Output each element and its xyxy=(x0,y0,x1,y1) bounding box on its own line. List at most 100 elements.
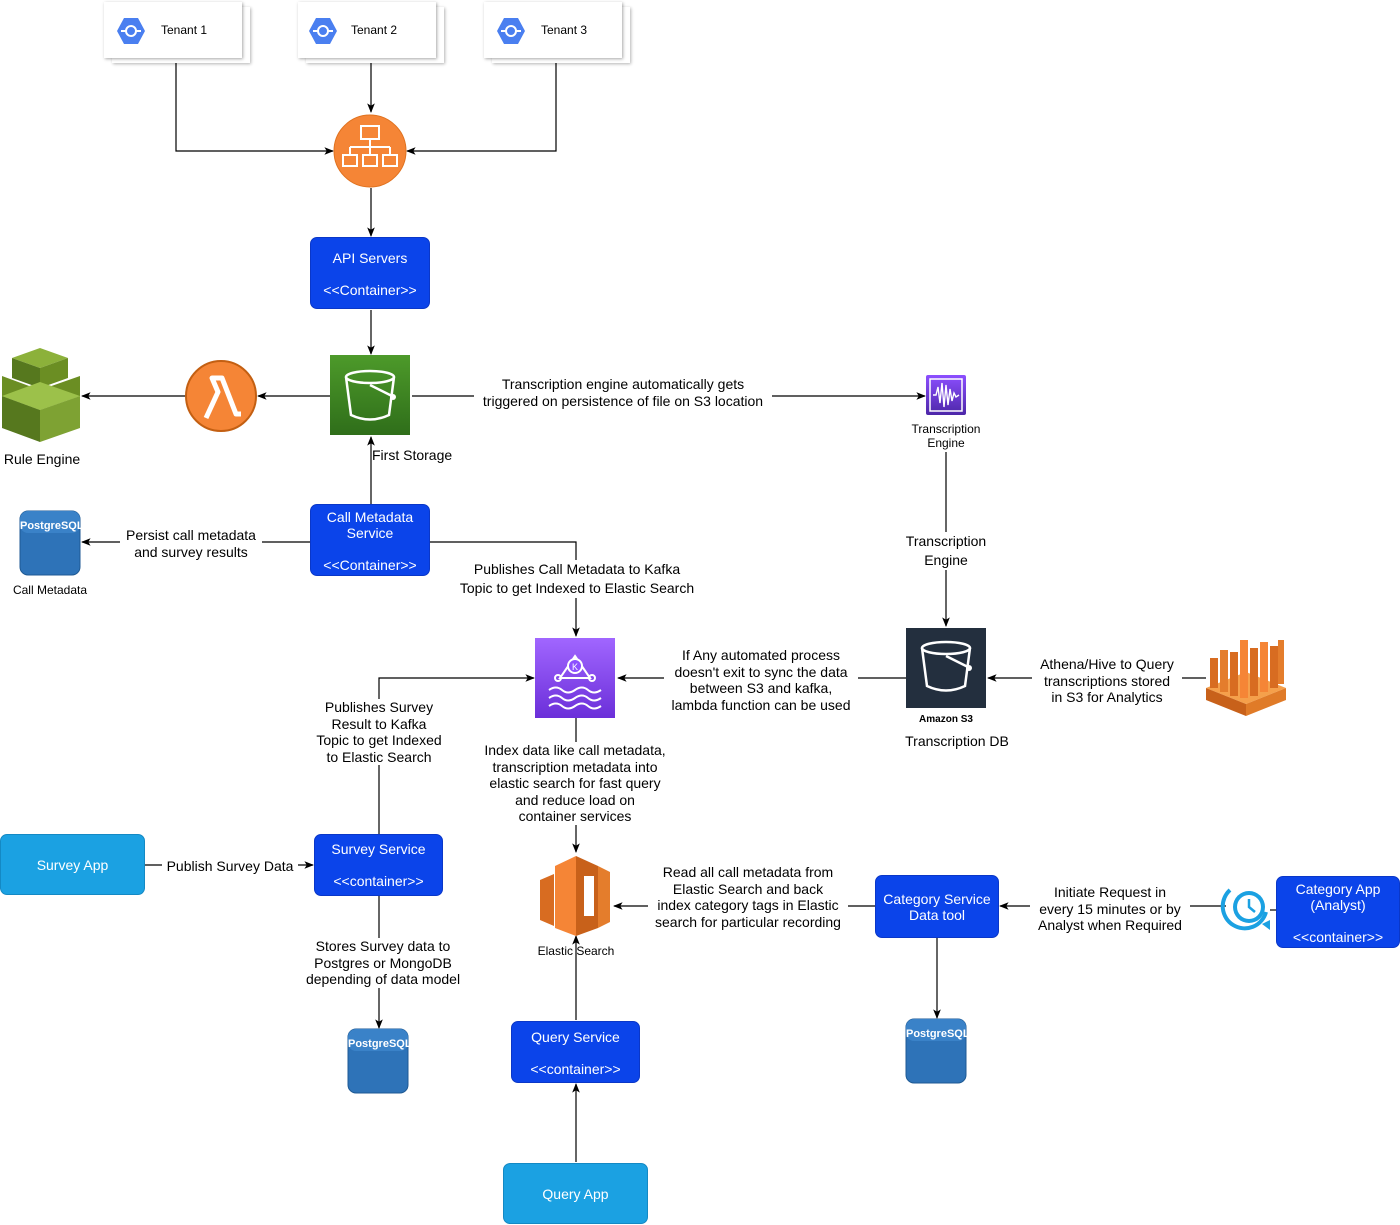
edge-label-publish-call-metadata: Publishes Call Metadata to Kafka Topic t… xyxy=(452,560,702,598)
transcription-db-label: Transcription DB xyxy=(905,733,1009,749)
label-line: Engine xyxy=(927,436,965,450)
postgres-category-icon xyxy=(905,1018,967,1084)
first-storage-bucket-icon xyxy=(330,355,410,435)
postgres-category-badge: PostgreSQL xyxy=(906,1028,970,1040)
edge-survey-to-kafka xyxy=(378,674,535,834)
postgres-survey-icon xyxy=(347,1028,409,1094)
edge-label-line: Transcription xyxy=(905,533,987,549)
edge-tenant3-to-lb xyxy=(406,62,557,155)
edge-label-line: container services xyxy=(518,808,632,824)
scheduler-clock-icon xyxy=(1220,888,1270,931)
edge-label-index-data: Index data like call metadata, transcrip… xyxy=(472,742,678,825)
edge-label-line: triggered on persistence of file on S3 l… xyxy=(482,392,764,409)
category-service-title-2: Data tool xyxy=(908,907,966,923)
edge-label-line: Publishes Survey xyxy=(324,699,434,715)
edge-label-line: elastic search for fast query xyxy=(489,775,661,791)
edge-label-line: depending of data model xyxy=(305,971,461,987)
label-line: Transcription xyxy=(911,422,981,436)
edge-label-line: Publishes Call Metadata to Kafka xyxy=(473,561,681,577)
athena-analytics-icon xyxy=(1206,640,1286,716)
postgres-call-metadata-icon xyxy=(19,510,81,576)
survey-service-title: Survey Service xyxy=(331,841,426,857)
call-metadata-service-title-1: Call Metadata xyxy=(326,509,414,525)
cloud-endpoint-icon xyxy=(309,18,337,44)
edge-label-athena: Athena/Hive to Query transcriptions stor… xyxy=(1032,656,1182,706)
category-app-title-1: Category App xyxy=(1295,881,1381,897)
edge-label-line: Athena/Hive to Query xyxy=(1040,656,1174,672)
tenant-1-label: Tenant 1 xyxy=(161,23,208,37)
edge-label-line: lambda function can be used xyxy=(671,696,851,713)
call-metadata-service-node[interactable]: Call Metadata Service <<Container>> xyxy=(310,504,430,576)
edge-label-line: Analyst when Required xyxy=(1038,917,1182,933)
category-app-title-2: (Analyst) xyxy=(1310,897,1366,913)
tenant-3[interactable]: Tenant 3 xyxy=(484,2,622,58)
edge-label-line: Postgres or MongoDB xyxy=(314,954,452,971)
api-servers-stereotype: <<Container>> xyxy=(323,282,417,298)
edge-label-line: Result to Kafka xyxy=(331,715,427,732)
edge-label-line: If Any automated process xyxy=(682,647,840,663)
edge-label-line: and reduce load on xyxy=(515,791,635,808)
load-balancer-icon xyxy=(333,114,407,188)
amazon-s3-badge: Amazon S3 xyxy=(919,714,973,725)
tenant-2[interactable]: Tenant 2 xyxy=(298,2,436,58)
edge-label-initiate: Initiate Request in every 15 minutes or … xyxy=(1030,884,1190,934)
edge-label-line: transcriptions stored xyxy=(1043,672,1171,689)
transcription-engine-icon-label: Transcription Engine xyxy=(900,422,992,450)
tenant-3-label: Tenant 3 xyxy=(541,23,588,37)
edge-label-line: Topic to get Indexed to Elastic Search xyxy=(459,580,695,596)
edge-label-line: every 15 minutes or by xyxy=(1039,900,1181,917)
connectors xyxy=(81,62,1276,1162)
api-servers-title: API Servers xyxy=(332,250,408,266)
postgres-survey-badge: PostgreSQL xyxy=(348,1038,412,1050)
survey-service-node[interactable]: Survey Service <<container>> xyxy=(314,834,443,896)
edge-label-publish-survey: Publishes Survey Result to Kafka Topic t… xyxy=(310,699,448,765)
edge-label-line: Persist call metadata xyxy=(126,527,256,543)
edge-label-line: Initiate Request in xyxy=(1053,884,1167,900)
category-service-node[interactable]: Category Service Data tool xyxy=(875,875,999,938)
category-app-node[interactable]: Category App (Analyst) <<container>> xyxy=(1276,876,1400,948)
api-servers-node[interactable]: API Servers <<Container>> xyxy=(310,237,430,309)
edge-label-line: and survey results xyxy=(134,543,248,560)
postgres-call-metadata-badge: PostgreSQL xyxy=(20,520,84,532)
first-storage-label: First Storage xyxy=(372,447,453,463)
transcription-engine-icon xyxy=(926,375,966,415)
call-metadata-service-title-2: Service xyxy=(346,525,394,541)
amazon-s3-icon xyxy=(906,628,986,708)
query-service-stereotype: <<container>> xyxy=(530,1061,621,1077)
edge-callmeta-to-kafka xyxy=(430,541,580,637)
edge-label-line: Elastic Search and back xyxy=(672,880,824,897)
edge-label-line: Topic to get Indexed xyxy=(316,732,442,748)
survey-app-node[interactable]: Survey App xyxy=(0,834,145,895)
query-service-node[interactable]: Query Service <<container>> xyxy=(511,1021,640,1083)
svg-text:K: K xyxy=(572,662,578,672)
edge-label-stores-survey: Stores Survey data to Postgres or MongoD… xyxy=(300,938,466,988)
edge-label-line: Read all call metadata from xyxy=(662,864,834,880)
edge-label-line: Stores Survey data to xyxy=(315,938,451,954)
postgres-call-metadata-label: Call Metadata xyxy=(12,583,88,597)
survey-service-stereotype: <<container>> xyxy=(333,873,424,889)
cloud-endpoint-icon xyxy=(117,18,145,44)
cloud-endpoint-icon xyxy=(497,18,525,44)
category-app-stereotype: <<container>> xyxy=(1292,929,1384,945)
edge-label-transcription-trigger: Transcription engine automatically gets … xyxy=(474,376,772,409)
edge-label-line: to Elastic Search xyxy=(326,748,432,765)
elastic-search-icon xyxy=(540,856,610,936)
edge-label-line: search for particular recording xyxy=(655,913,841,930)
rule-engine-label: Rule Engine xyxy=(3,451,81,467)
edge-label-line: Index data like call metadata, xyxy=(484,742,666,758)
category-service-title-1: Category Service xyxy=(883,891,991,907)
rule-engine-icon xyxy=(2,348,80,442)
edge-label-publish-survey-data: Publish Survey Data xyxy=(162,858,298,875)
tenant-1[interactable]: Tenant 1 xyxy=(104,2,242,58)
edge-label-lambda-sync: If Any automated process doesn't exit to… xyxy=(664,647,858,713)
tenant-2-label: Tenant 2 xyxy=(351,23,398,37)
edge-label-line: between S3 and kafka, xyxy=(689,680,833,696)
edge-label-read-metadata: Read all call metadata from Elastic Sear… xyxy=(648,864,848,930)
query-service-title: Query Service xyxy=(531,1029,620,1045)
edge-label-line: transcription metadata into xyxy=(492,758,658,775)
edge-label-line: index category tags in Elastic xyxy=(657,897,839,913)
query-app-node[interactable]: Query App xyxy=(503,1163,648,1224)
edge-tenant1-to-lb xyxy=(175,62,334,155)
lambda-icon xyxy=(185,360,257,432)
